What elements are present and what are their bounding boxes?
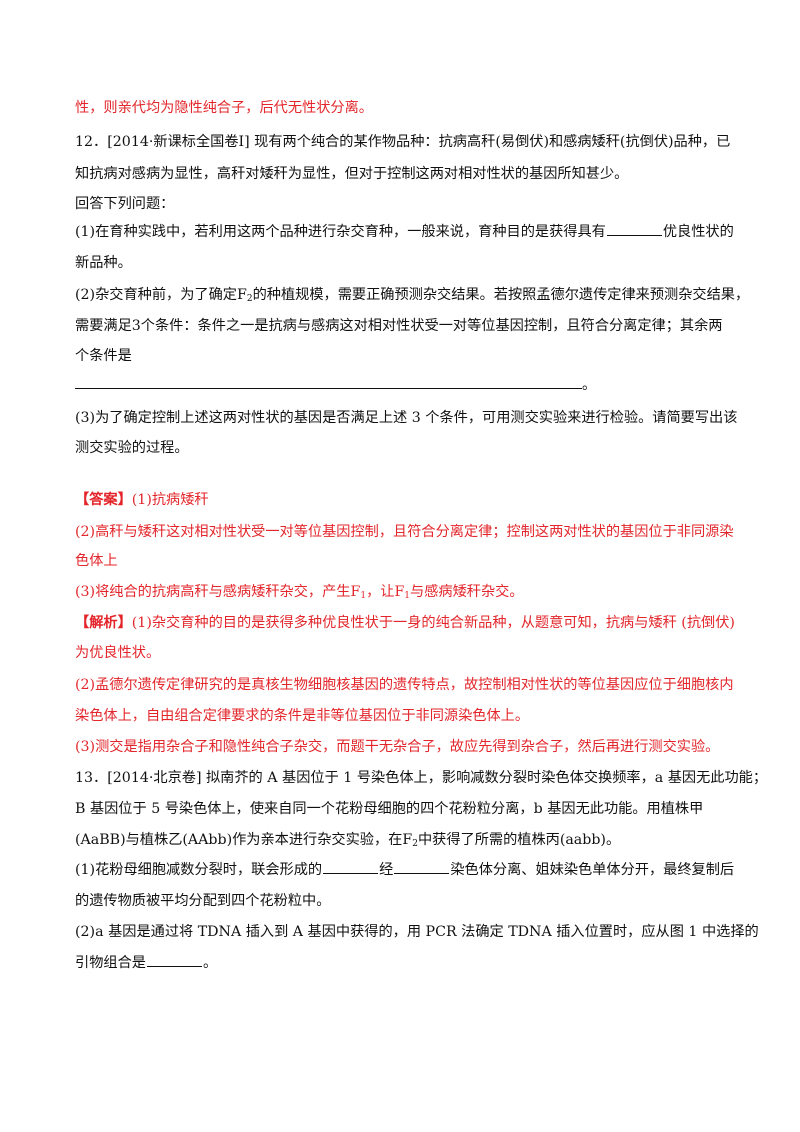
q12-part2-line-1: (2)杂交育种前，为了确定F2的种植规模，需要正确预测杂交结果。若按照孟德尔遗传…: [75, 285, 749, 305]
q13-part1-blank-2[interactable]: [394, 860, 450, 874]
answer-part3-sub-1: 1: [360, 591, 367, 601]
q12-part2-answer-line: 。: [75, 374, 596, 395]
q13-part1-text-a: (1)花粉母细胞减数分裂时，联会形成的: [75, 862, 323, 878]
q13-part1-blank-1[interactable]: [323, 860, 379, 874]
answer-part2-line-2: 色体上: [75, 553, 118, 569]
answer-part3-text-a: (3)将纯合的抗病高秆与感病矮秆杂交，产生F: [75, 584, 361, 600]
q12-part2-subscript: 2: [246, 294, 253, 304]
q12-part2-line-2: 需要满足3个条件：条件之一是抗病与感病这对相对性状受一对等位基因控制，且符合分离…: [75, 318, 723, 334]
analysis-part3: (3)测交是指用杂合子和隐性纯合子杂交，而题干无杂合子，故应先得到杂合子，然后再…: [75, 739, 720, 755]
answer-line-1: 【答案】(1)抗病矮秆: [75, 490, 209, 510]
q13-stem-text-b: 中获得了所需的植株丙(aabb)。: [417, 832, 621, 848]
q13-stem-subscript: 2: [412, 839, 418, 849]
q13-part2-line-2: 引物组合是 。: [75, 953, 217, 973]
q12-part2-end-mark: 。: [582, 377, 597, 393]
q12-part1-blank[interactable]: [606, 222, 662, 236]
answer-part3-text-c: 与感病矮秆杂交。: [410, 584, 524, 600]
q12-part1-text-a: (1)在育种实践中，若利用这两个品种进行杂交育种，一般来说，育种目的是获得具有: [75, 224, 606, 240]
q13-part2-end-mark: 。: [202, 955, 218, 971]
q13-stem-text-a: (AaBB)与植株乙(AAbb)作为亲本进行杂交实验，在F: [75, 832, 413, 848]
q13-part2-text-a: 引物组合是: [75, 955, 146, 971]
q13-stem-line-1: 13．[2014·北京卷] 拟南芥的 A 基因位于 1 号染色体上，影响减数分裂…: [75, 770, 768, 786]
q12-part3-line-2: 测交实验的过程。: [75, 440, 189, 456]
analysis-part2-line-1: (2)孟德尔遗传定律研究的是真核生物细胞核基因的遗传特点，故控制相对性状的等位基…: [75, 677, 734, 693]
q12-part3-line-1: (3)为了确定控制上述这两对性状的基因是否满足上述 3 个条件，可用测交实验来进…: [75, 410, 738, 426]
q13-part2-line-1: (2)a 基因是通过将 TDNA 插入到 A 基因中获得的，用 PCR 法确定 …: [75, 924, 759, 940]
q12-part1-line-2: 新品种。: [75, 255, 132, 271]
answer-part3-sub-2: 1: [404, 591, 411, 601]
q12-part2-text-b: 的种植规模，需要正确预测杂交结果。若按照孟德尔遗传定律来预测杂交结果，: [252, 287, 750, 303]
q13-part1-line-1: (1)花粉母细胞减数分裂时，联会形成的 经 染色体分离、姐妹染色单体分开，最终复制后: [75, 860, 734, 880]
q13-stem-line-2: B 基因位于 5 号染色体上，使来自同一个花粉母细胞的四个花粉粒分离，b 基因无…: [75, 801, 704, 817]
answer-part1: (1)抗病矮秆: [131, 492, 209, 508]
q13-stem-line-3: (AaBB)与植株乙(AAbb)作为亲本进行杂交实验，在F2中获得了所需的植株丙…: [75, 830, 620, 850]
q12-part2-long-blank[interactable]: [75, 374, 582, 389]
answer-part3-text-b: ，让F: [366, 584, 405, 600]
analysis-part1-line-1: (1)杂交育种的目的是获得多种优良性状于一身的纯合新品种，从题意可知，抗病与矮秆…: [131, 615, 735, 631]
q12-stem-line-2: 知抗病对感病为显性，高秆对矮秆为显性，但对于控制这两对相对性状的基因所知甚少。: [75, 166, 629, 182]
answer-tag: 【答案】: [75, 492, 132, 508]
q13-part1-text-b: 经: [379, 862, 394, 878]
q12-part1-text-b: 优良性状的: [662, 224, 734, 240]
q12-part2-text-a: (2)杂交育种前，为了确定F: [75, 287, 247, 303]
q13-part1-text-c: 染色体分离、姐妹染色单体分开，最终复制后: [450, 862, 735, 878]
q13-part2-blank[interactable]: [146, 953, 202, 967]
analysis-line-1: 【解析】(1)杂交育种的目的是获得多种优良性状于一身的纯合新品种，从题意可知，抗…: [75, 613, 735, 633]
q12-stem-line-1: 12．[2014·新课标全国卷Ⅰ] 现有两个纯合的某作物品种：抗病高秆(易倒伏)…: [75, 134, 731, 150]
q12-prompt: 回答下列问题：: [75, 196, 175, 212]
analysis-part2-line-2: 染色体上，自由组合定律要求的条件是非等位基因位于非同源染色体上。: [75, 708, 530, 724]
answer-part2-line-1: (2)高秆与矮秆这对相对性状受一对等位基因控制，且符合分离定律；控制这两对性状的…: [75, 524, 734, 540]
q12-part2-line-3: 个条件是: [75, 348, 132, 364]
answer-part3: (3)将纯合的抗病高秆与感病矮秆杂交，产生F1，让F1与感病矮秆杂交。: [75, 582, 524, 602]
q12-part1-line-1: (1)在育种实践中，若利用这两个品种进行杂交育种，一般来说，育种目的是获得具有 优…: [75, 222, 734, 242]
analysis-part1-line-2: 为优良性状。: [75, 645, 161, 661]
previous-answer-tail: 性，则亲代均为隐性纯合子，后代无性状分离。: [75, 100, 373, 116]
analysis-tag: 【解析】: [75, 615, 132, 631]
q13-part1-line-2: 的遗传物质被平均分配到四个花粉粒中。: [75, 893, 331, 909]
